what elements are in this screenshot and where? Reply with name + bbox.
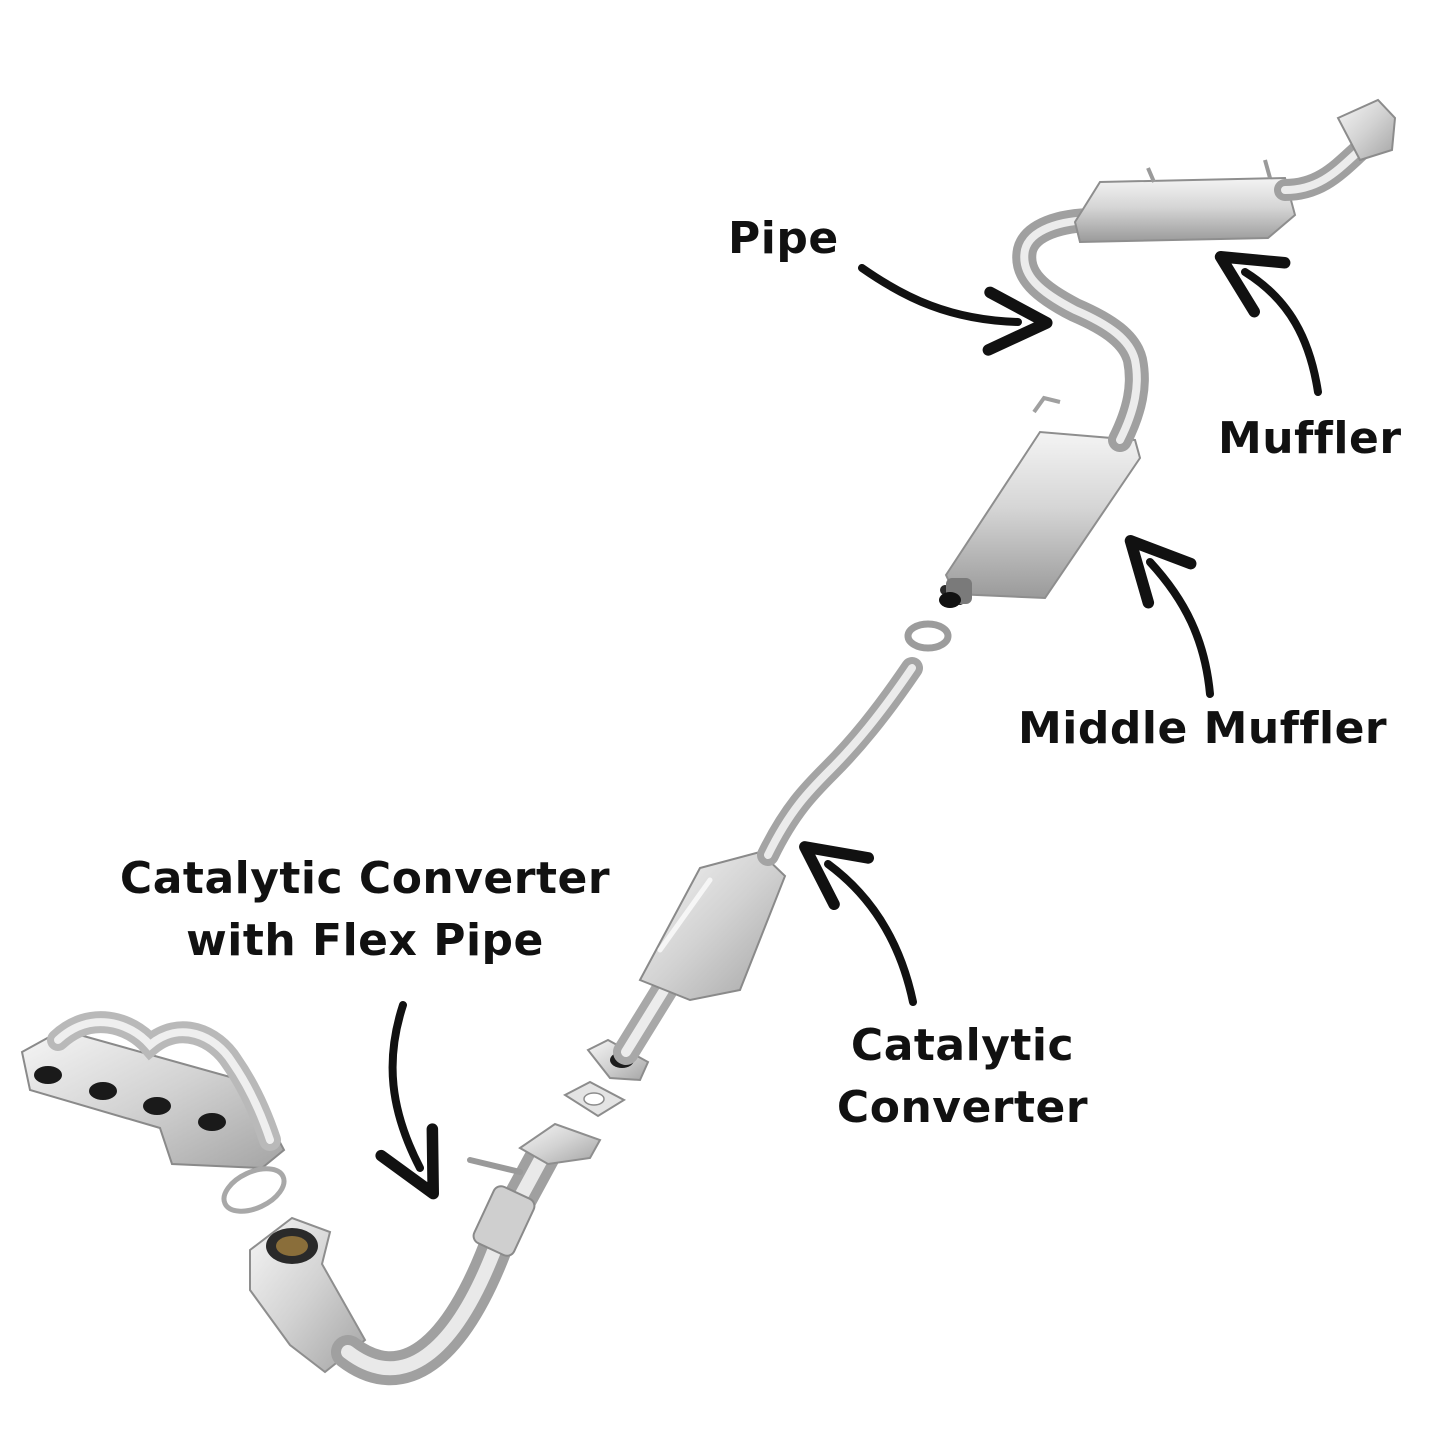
over-axle-pipe	[1012, 208, 1149, 452]
flex-pipe	[331, 1122, 602, 1386]
rear-muffler	[1073, 159, 1297, 244]
intermediate-pipe	[757, 657, 923, 866]
pipe-clamp	[904, 620, 952, 652]
middle-muffler-arrow	[1124, 535, 1214, 698]
exhaust-manifold	[20, 1011, 286, 1170]
catalytic-converter	[586, 850, 787, 1082]
muffler-arrow	[1214, 251, 1322, 396]
pipe-label: Pipe	[728, 213, 839, 264]
muffler-label: Muffler	[1218, 413, 1402, 464]
middle-muffler-label: Middle Muffler	[1018, 703, 1388, 754]
catalytic-converter-flex-arrow	[375, 1001, 439, 1200]
catalytic-converter-label: Catalytic Converter	[836, 1020, 1089, 1133]
pipe-arrow	[858, 264, 1053, 356]
annotation-arrows	[375, 251, 1322, 1200]
front-catalytic-converter	[249, 1216, 367, 1374]
flange-gasket	[563, 1080, 627, 1118]
catalytic-converter-arrow	[799, 841, 917, 1006]
manifold-gasket	[221, 1166, 287, 1214]
middle-muffler	[939, 430, 1142, 608]
tailpipe	[1274, 98, 1397, 201]
catalytic-converter-flex-label: Catalytic Converter with Flex Pipe	[119, 853, 611, 966]
